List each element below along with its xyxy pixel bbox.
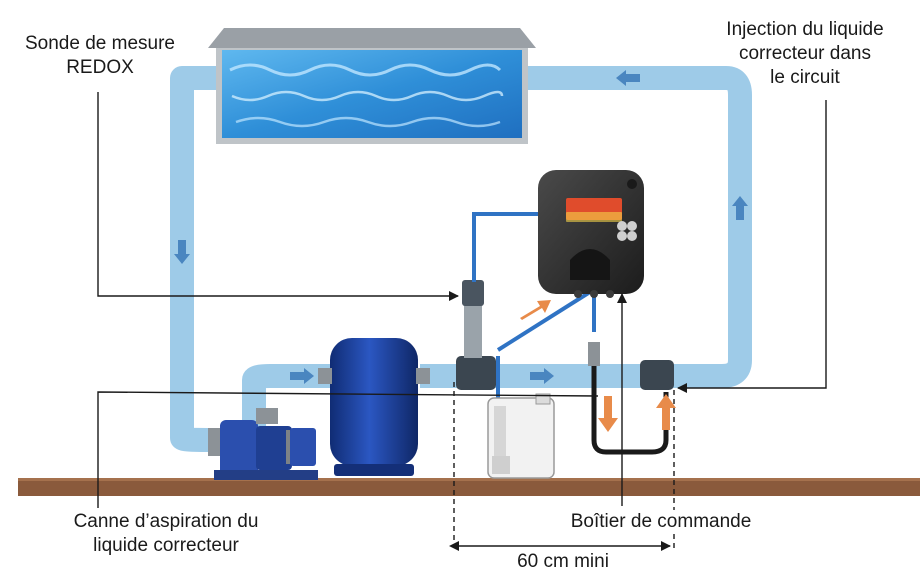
probe-fitting [456,280,496,390]
flow-arrow-icon [616,70,640,86]
filter-tank-icon [318,338,430,476]
correction-loop [591,360,669,455]
flow-arrow-icon [732,196,748,220]
label-canne-line2: liquide correcteur [93,535,239,556]
flow-arrow-icon [174,240,190,264]
leader-sonde [97,92,459,301]
flow-arrow-icon [290,368,314,384]
flow-arrow-icon [656,394,676,430]
distance-markers [449,382,675,551]
label-boitier-line1: Boîtier de commande [570,511,752,532]
label-distance: 60 cm mini [500,550,626,574]
label-injection-line1: Injection du liquide [726,19,884,40]
controller-box-icon [538,170,644,298]
label-canne-aspiration: Canne d’aspiration du liquide correcteur [46,510,286,558]
check-valve [588,342,600,366]
label-sonde-line2: REDOX [66,57,134,78]
leader-injection [677,100,827,393]
ground-edge [18,478,920,481]
canister-icon [487,393,555,479]
flow-arrow-icon [598,396,618,432]
leader-canne [97,391,599,508]
label-sonde-line1: Sonde de mesure [25,33,175,54]
label-distance-line1: 60 cm mini [517,551,609,572]
pipe-flow-arrows [174,70,748,384]
pool-water-icon [208,28,536,144]
ground-strip [18,478,920,496]
probe-cable [472,212,596,400]
flow-arrow-icon [520,300,551,320]
label-boitier-commande: Boîtier de commande [548,510,774,534]
chemical-flow-arrows [520,300,676,432]
label-canne-line1: Canne d’aspiration du [73,511,259,532]
label-injection: Injection du liquide correcteur dans le … [702,18,908,90]
label-sonde-redox: Sonde de mesure REDOX [10,32,190,80]
label-injection-line3: le circuit [770,67,840,88]
flow-arrow-icon [530,368,554,384]
injection-fitting [640,360,674,390]
label-injection-line2: correcteur dans [738,43,871,64]
pump-icon [208,408,318,480]
leader-lines [97,92,827,508]
circulation-pipe [170,66,752,452]
